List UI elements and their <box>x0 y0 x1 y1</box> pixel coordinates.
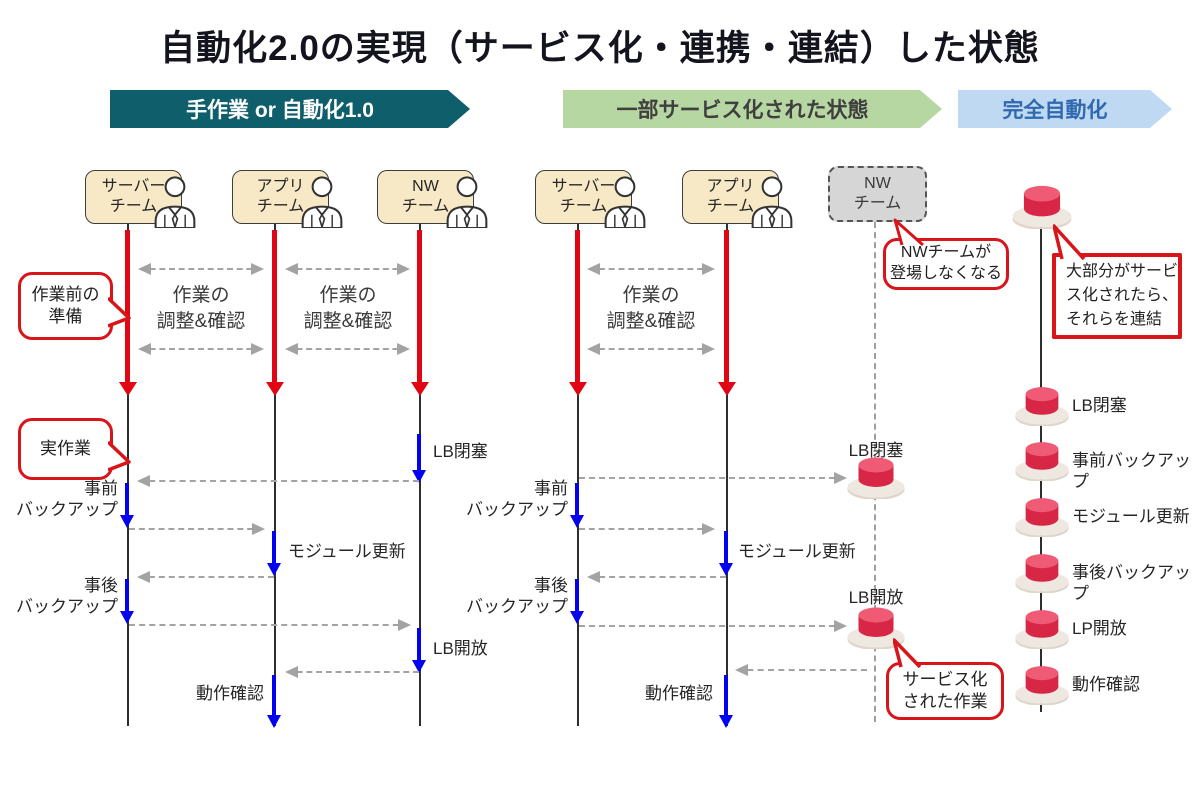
coordination-arrow <box>285 263 410 275</box>
step-arrow-module-update-manual <box>272 531 276 563</box>
message-arrow-app-to-server-partial <box>587 571 726 583</box>
callout-tail <box>108 296 131 328</box>
phase-banner-partial-label: 一部サービス化された状態 <box>616 99 869 122</box>
step-arrow-post-backup-partial <box>575 579 579 611</box>
step-label-pre-backup: 事前 バックアップ <box>466 479 568 520</box>
callout-pre-work: 作業前の 準備 <box>18 272 113 340</box>
full-auto-step-label: 事後バックアップ <box>1072 563 1191 604</box>
person-icon <box>602 173 648 228</box>
service-button-label-lb-open: LB開放 <box>848 588 904 607</box>
message-arrow-nw-to-server <box>137 475 419 487</box>
step-label-module-update: モジュール更新 <box>738 542 856 561</box>
callout-tail <box>108 440 131 472</box>
team-box-app-partial-label: アプリ チーム <box>706 178 755 215</box>
person-icon <box>444 173 490 228</box>
coordination-arrow <box>138 343 264 355</box>
step-arrow-operation-check-partial <box>724 675 728 715</box>
person-icon <box>299 173 345 228</box>
manual-work-arrow-nw-1 <box>417 230 422 382</box>
push-button-icon <box>1013 605 1071 649</box>
step-arrow-lb-close-manual <box>417 434 421 470</box>
coordination-arrow <box>587 263 715 275</box>
step-arrow-pre-backup-manual <box>125 483 129 515</box>
phase-banner-full-label: 完全自動化 <box>1002 99 1108 122</box>
full-auto-step-label: モジュール更新 <box>1072 507 1190 526</box>
team-box-nw-disabled-label: NW チーム <box>853 175 902 212</box>
step-label-operation-check: 動作確認 <box>645 684 713 703</box>
service-button-label-lb-close: LB閉塞 <box>848 441 904 460</box>
push-button-icon <box>1013 437 1071 481</box>
push-button-icon <box>1013 661 1071 705</box>
phase-banner-full: 完全自動化 <box>958 90 1172 128</box>
manual-work-arrow-server-1 <box>125 230 130 382</box>
full-auto-step-label: 動作確認 <box>1072 675 1140 694</box>
service-call-arrow-lb-close <box>579 472 847 484</box>
team-box-app-manual-label: アプリ チーム <box>256 178 305 215</box>
full-auto-step-label: LB閉塞 <box>1072 396 1127 415</box>
callout-tail <box>1053 224 1086 260</box>
coordination-label: 作業の 調整&確認 <box>303 285 393 332</box>
lifeline-app-partial <box>726 224 728 726</box>
team-box-nw-manual-label: NW チーム <box>401 178 450 215</box>
team-box-server-manual-label: サーバー チーム <box>101 178 166 215</box>
lifeline-server-partial <box>577 224 579 726</box>
callout-actual-work: 実作業 <box>18 418 113 480</box>
coordination-label: 作業の 調整&確認 <box>606 285 696 332</box>
message-arrow-server-to-app-partial <box>579 523 715 535</box>
team-box-server-partial-label: サーバー チーム <box>551 178 616 215</box>
manual-work-arrow-app-2 <box>724 230 729 382</box>
step-arrow-lb-open-manual <box>417 628 421 660</box>
push-button-icon <box>1013 549 1071 593</box>
step-label-operation-check: 動作確認 <box>196 684 264 703</box>
team-box-app-partial: アプリ チーム <box>682 170 779 224</box>
phase-banner-manual: 手作業 or 自動化1.0 <box>110 90 470 128</box>
step-label-module-update: モジュール更新 <box>288 542 406 561</box>
person-icon <box>749 173 795 228</box>
phase-banner-partial: 一部サービス化された状態 <box>563 90 942 128</box>
step-label-lb-open: LB開放 <box>433 639 488 658</box>
full-auto-step-label: 事前バックアップ <box>1072 451 1191 492</box>
service-call-arrow-lb-open <box>579 620 847 632</box>
callout-tail <box>893 218 924 246</box>
step-arrow-post-backup-manual <box>125 579 129 611</box>
team-box-nw-disabled: NW チーム <box>828 166 927 222</box>
lifeline-server-manual <box>127 224 129 726</box>
step-label-post-backup: 事後 バックアップ <box>466 576 568 617</box>
step-label-pre-backup: 事前 バックアップ <box>16 479 118 520</box>
step-arrow-operation-check-manual <box>272 675 276 715</box>
full-auto-step-label: LP開放 <box>1072 619 1127 638</box>
person-icon <box>152 173 198 228</box>
message-arrow-server-to-app <box>129 523 265 535</box>
coordination-arrow <box>587 343 715 355</box>
manual-work-arrow-app-1 <box>272 230 277 382</box>
step-label-post-backup: 事後 バックアップ <box>16 576 118 617</box>
step-arrow-module-update-partial <box>724 531 728 563</box>
message-arrow-nw-to-app <box>285 666 419 678</box>
callout-connect-services: 大部分がサービ ス化されたら、 それらを連結 <box>1052 253 1182 339</box>
step-arrow-pre-backup-partial <box>575 483 579 515</box>
message-arrow-app-to-server <box>137 571 274 583</box>
callout-servicified-work: サービス化 された作業 <box>886 662 1004 720</box>
push-button-icon <box>1010 180 1074 229</box>
coordination-arrow <box>285 343 410 355</box>
callout-tail <box>893 638 922 668</box>
message-arrow-service-to-app <box>735 664 867 676</box>
lifeline-app-manual <box>274 224 276 726</box>
step-label-lb-close: LB閉塞 <box>433 442 488 461</box>
manual-work-arrow-server-2 <box>575 230 580 382</box>
page-title: 自動化2.0の実現（サービス化・連携・連結）した状態 <box>160 29 1040 68</box>
coordination-label: 作業の 調整&確認 <box>156 285 246 332</box>
callout-nw-team-gone: NWチームが 登場しなくなる <box>883 238 1009 290</box>
push-button-icon <box>1013 382 1071 426</box>
message-arrow-server-to-nw <box>129 619 411 631</box>
push-button-icon <box>1013 493 1071 537</box>
coordination-arrow <box>138 263 264 275</box>
phase-banner-manual-label: 手作業 or 自動化1.0 <box>186 99 374 122</box>
push-button-icon <box>845 452 907 499</box>
